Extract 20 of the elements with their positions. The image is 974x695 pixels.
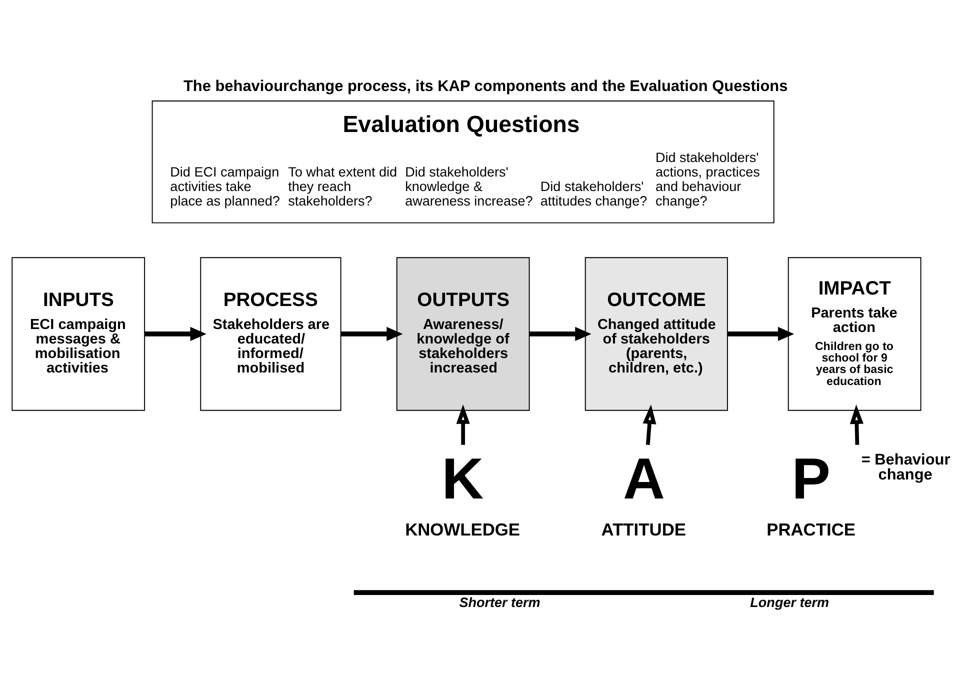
node-text: K KNOWLEDGE: [405, 446, 520, 540]
node-box: IMPACT Parents take action Children go to school for 9 years of basic education: [788, 257, 922, 411]
node-box: OUTPUTS Awareness/ knowledge of stakeholders increased: [396, 257, 530, 411]
node-box: PROCESS Stakeholders are educated/ informed/ mobilised: [200, 257, 342, 411]
node-text: P PRACTICE: [766, 446, 856, 540]
arrow: [456, 404, 470, 445]
node-box: INPUTS ECI campaign messages & mobilisation activities: [12, 257, 146, 411]
label: Longer term: [750, 594, 830, 610]
diagram-title: The behaviourchange process, its KAP components and the Evaluation Questions: [183, 78, 788, 96]
node-text: A ATTITUDE: [601, 446, 686, 540]
node-box: OUTCOME Changed attitude of stakeholders (parents, children, etc.): [584, 257, 728, 411]
arrow: [530, 326, 592, 342]
arrow: [642, 404, 656, 445]
arrow: [728, 326, 794, 342]
node-box: Evaluation Questions Did ECI campaign activities take place as planned? To what extent did they reach stakeholders? Did stakeholders' knowledge & awareness increase? Did stakeholders' attitudes change? Did stakeholders' actions, practices and behaviour change?: [152, 100, 774, 224]
label: Shorter term: [459, 594, 540, 610]
node-label: = Behaviour change: [861, 451, 950, 484]
arrow: [144, 326, 206, 342]
arrow: [850, 404, 864, 445]
arrow: [340, 326, 403, 342]
